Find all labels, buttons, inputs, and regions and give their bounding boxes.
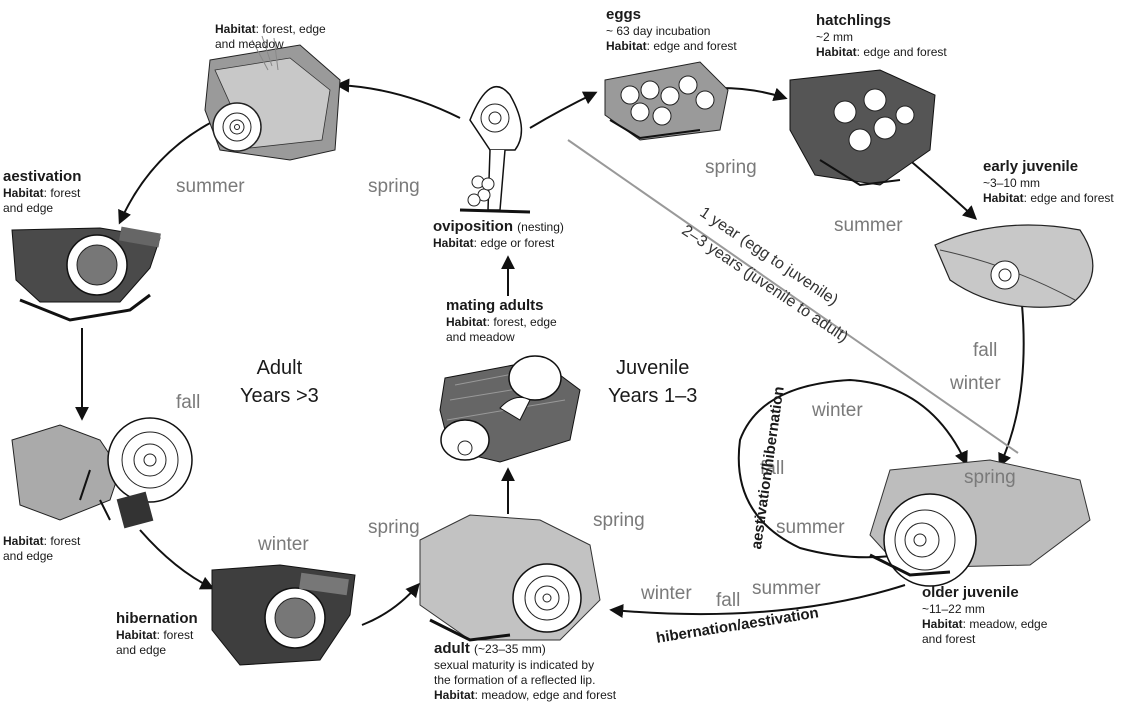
oviposition-label: oviposition (nesting) Habitat: edge or f…: [433, 218, 564, 251]
season-label: winter: [641, 583, 692, 605]
hatchlings-label: hatchlings ~2 mm Habitat: edge and fores…: [816, 12, 947, 60]
stage-title: early juvenile: [983, 158, 1114, 176]
stage-note: ~11–22 mm: [922, 602, 1047, 617]
stage-note: ~2 mm: [816, 30, 947, 45]
season-label: fall: [176, 392, 200, 414]
phase-years: Years >3: [240, 382, 319, 410]
eggs-label: eggs ~ 63 day incubation Habitat: edge a…: [606, 6, 737, 54]
arrow-fall-adult-to-hibernation: [140, 530, 212, 588]
stage-title: aestivation: [3, 168, 81, 186]
habitat-text: and edge: [116, 643, 198, 658]
stage-title: eggs: [606, 6, 737, 24]
stage-size: (~23–35 mm): [474, 642, 546, 656]
habitat-key: Habitat: [983, 191, 1024, 205]
habitat-key: Habitat: [606, 39, 647, 53]
habitat-key: Habitat: [433, 236, 474, 250]
habitat-text: : forest: [44, 186, 81, 200]
adult-snail-illustration: [420, 515, 600, 640]
season-label: spring: [368, 517, 420, 539]
habitat-text: : forest: [157, 628, 194, 642]
adult-label: adult (~23–35 mm) sexual maturity is ind…: [434, 640, 616, 703]
habitat-text: and edge: [3, 201, 81, 216]
season-label: winter: [812, 400, 863, 422]
fall-adult-illustration: [12, 418, 192, 528]
habitat-text: and forest: [922, 632, 1047, 647]
arrow-hibernation-to-adult: [362, 585, 418, 625]
aestivation-illustration: [12, 227, 161, 320]
spring-adult-label: Habitat: forest, edge and meadow: [215, 22, 326, 52]
snail-on-leaf-illustration: [205, 36, 340, 160]
phase-years: Years 1–3: [608, 382, 697, 410]
aestivation-label: aestivation Habitat: forest and edge: [3, 168, 81, 216]
season-label: spring: [368, 176, 420, 198]
season-label: winter: [950, 373, 1001, 395]
habitat-text: : edge and forest: [1024, 191, 1114, 205]
hatchlings-illustration: [790, 70, 935, 185]
habitat-key: Habitat: [446, 315, 487, 329]
season-label: fall: [716, 590, 740, 612]
mating-adults-label: mating adults Habitat: forest, edge and …: [446, 297, 557, 345]
habitat-key: Habitat: [3, 534, 44, 548]
habitat-text: : meadow, edge: [963, 617, 1048, 631]
hibernation-label: hibernation Habitat: forest and edge: [116, 610, 198, 658]
season-label: spring: [593, 510, 645, 532]
habitat-key: Habitat: [116, 628, 157, 642]
habitat-text: : edge and forest: [857, 45, 947, 59]
habitat-text: and meadow: [446, 330, 557, 345]
stage-title: older juvenile: [922, 584, 1047, 602]
eggs-illustration: [605, 62, 728, 140]
arrow-eggs-to-hatchlings: [720, 88, 785, 98]
season-label: summer: [776, 517, 845, 539]
fall-adult-label: Habitat: forest and edge: [3, 534, 80, 564]
season-label: spring: [964, 467, 1016, 489]
habitat-key: Habitat: [3, 186, 44, 200]
older-juvenile-label: older juvenile ~11–22 mm Habitat: meadow…: [922, 584, 1047, 647]
season-label: winter: [258, 534, 309, 556]
habitat-text: : edge and forest: [647, 39, 737, 53]
habitat-key: Habitat: [434, 688, 475, 702]
habitat-text: : forest, edge: [487, 315, 557, 329]
stage-title-note: (nesting): [517, 220, 564, 234]
adult-phase-label: Adult Years >3: [240, 354, 319, 410]
stage-note: the formation of a reflected lip.: [434, 673, 616, 688]
early-juvenile-label: early juvenile ~3–10 mm Habitat: edge an…: [983, 158, 1114, 206]
season-label: summer: [176, 176, 245, 198]
habitat-text: : meadow, edge and forest: [475, 688, 616, 702]
stage-note: ~3–10 mm: [983, 176, 1114, 191]
habitat-text: : forest: [44, 534, 81, 548]
oviposition-illustration: [460, 87, 530, 212]
arrow-oviposition-to-spring-adult: [338, 85, 460, 118]
phase-name: Adult: [240, 354, 319, 382]
season-label: spring: [705, 157, 757, 179]
hibernation-illustration: [212, 565, 355, 665]
habitat-key: Habitat: [215, 22, 256, 36]
stage-title: hibernation: [116, 610, 198, 628]
early-juvenile-leaf-illustration: [935, 225, 1093, 307]
habitat-text: and edge: [3, 549, 80, 564]
juvenile-phase-label: Juvenile Years 1–3: [608, 354, 697, 410]
mating-adults-illustration: [440, 356, 580, 462]
habitat-text: : edge or forest: [474, 236, 555, 250]
stage-title: mating adults: [446, 297, 557, 315]
habitat-text: and meadow: [215, 37, 326, 52]
habitat-key: Habitat: [816, 45, 857, 59]
stage-note: ~ 63 day incubation: [606, 24, 737, 39]
stage-note: sexual maturity is indicated by: [434, 658, 616, 673]
arrow-oviposition-to-eggs: [530, 93, 595, 128]
stage-title: adult: [434, 640, 470, 657]
season-label: fall: [973, 340, 997, 362]
arrow-early-juvenile-to-older-juvenile: [1000, 305, 1024, 465]
stage-title: hatchlings: [816, 12, 947, 30]
stage-title: oviposition: [433, 218, 513, 235]
habitat-text: : forest, edge: [256, 22, 326, 36]
season-label: summer: [834, 215, 903, 237]
phase-name: Juvenile: [608, 354, 697, 382]
season-label: summer: [752, 578, 821, 600]
habitat-key: Habitat: [922, 617, 963, 631]
arrow-spring-adult-to-aestivation: [120, 122, 212, 222]
